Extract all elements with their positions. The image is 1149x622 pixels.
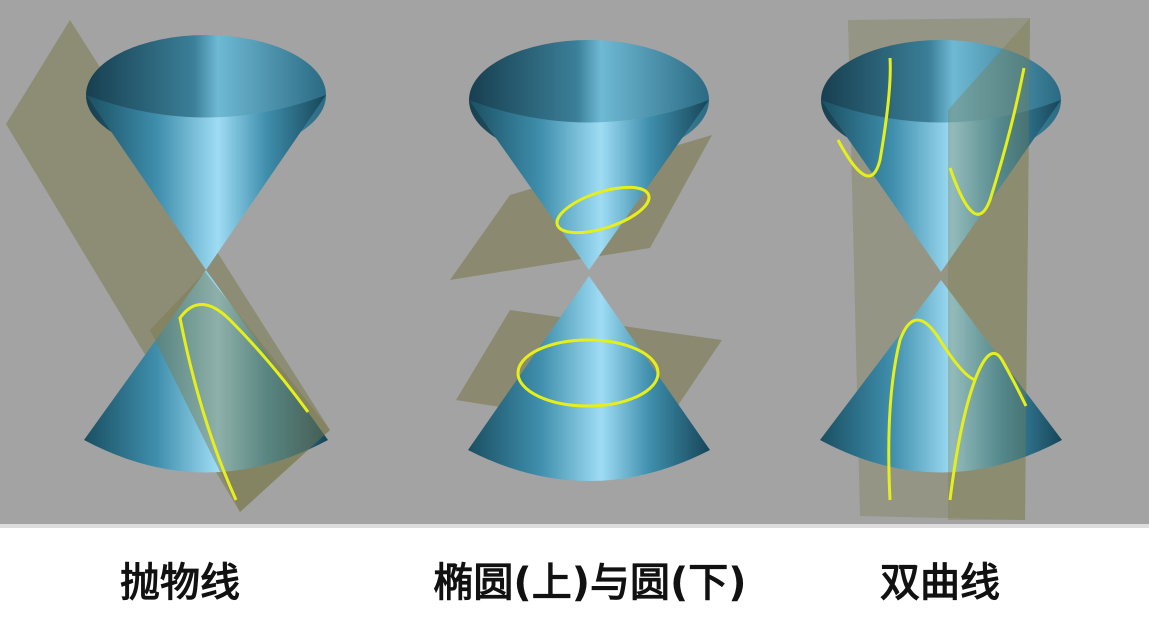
ellipse-circle-figure (450, 40, 722, 481)
caption-hyperbola: 双曲线 (880, 560, 1000, 606)
hyperbola-lower-branch (887, 318, 1028, 501)
conic-sections-illustration (0, 0, 1149, 528)
parabola-figure (6, 20, 330, 512)
hyperbola-upper-branch (836, 57, 1026, 216)
parabola-curve (178, 303, 310, 501)
upper-cone (86, 95, 326, 270)
lower-cone (468, 276, 710, 481)
lower-cone (84, 270, 328, 473)
cutting-plane-front (150, 272, 330, 512)
upper-cone (469, 100, 709, 270)
circle-curve (516, 338, 660, 408)
lower-cone (820, 280, 1062, 473)
ellipse-curve (555, 185, 651, 235)
hyperbola-figure (820, 18, 1062, 520)
upper-cone (821, 100, 1061, 272)
cutting-plane-front (948, 18, 1030, 520)
caption-parabola: 抛物线 (120, 560, 240, 606)
caption-ellipse-circle: 椭圆(上)与圆(下) (433, 560, 747, 606)
